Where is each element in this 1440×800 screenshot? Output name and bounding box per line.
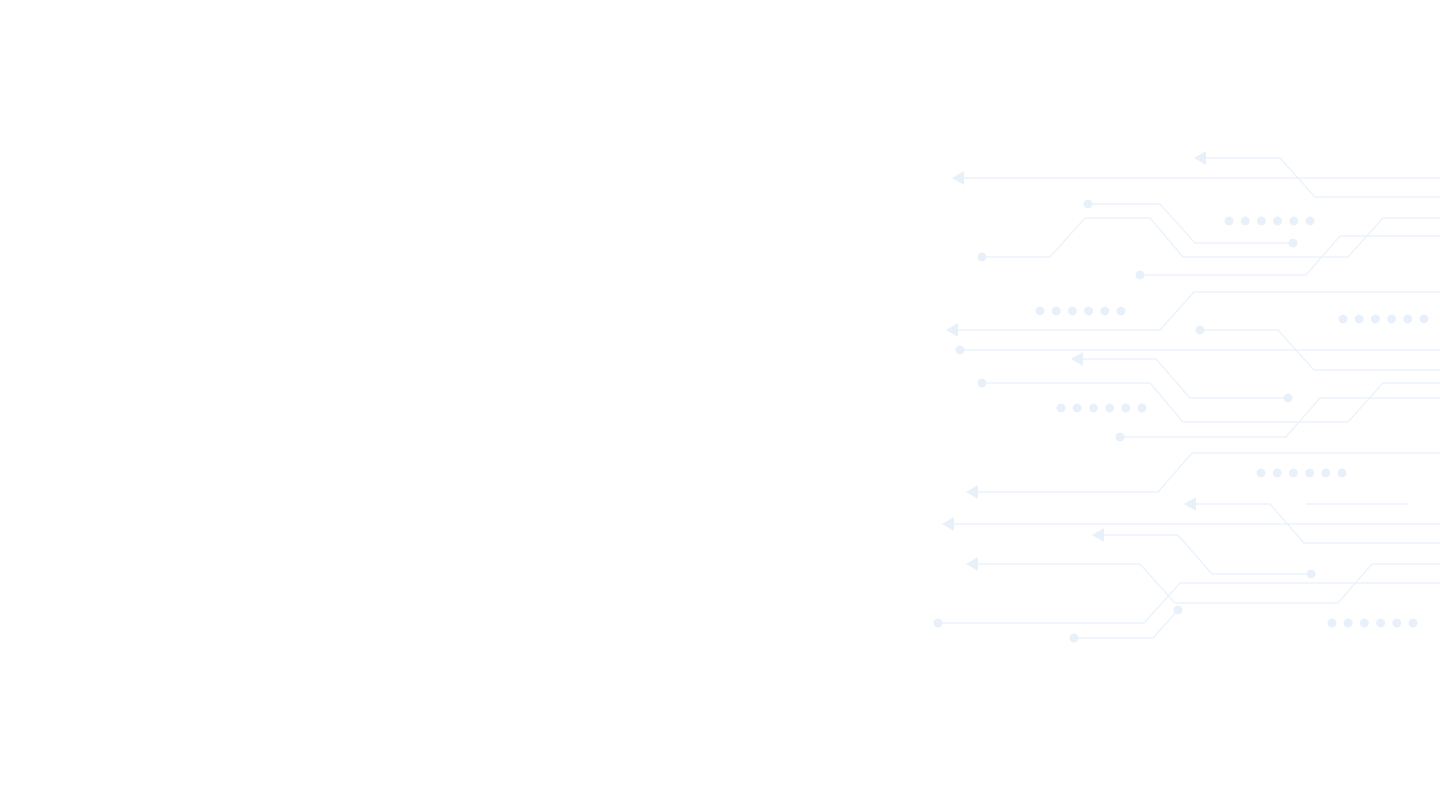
- circuit-trace: [1074, 609, 1179, 639]
- circuit-dot: [1256, 468, 1266, 478]
- circuit-arrow: [952, 171, 964, 185]
- circuit-node: [1115, 432, 1125, 442]
- circuit-dot: [1408, 618, 1418, 628]
- circuit-dot: [1273, 216, 1283, 226]
- circuit-arrow: [942, 517, 954, 531]
- circuit-trace: [1088, 203, 1293, 244]
- circuit-dot: [1072, 403, 1082, 413]
- circuit-dot: [1105, 403, 1115, 413]
- circuit-dot: [1272, 468, 1282, 478]
- circuit-dot: [1327, 618, 1337, 628]
- circuit-trace: [982, 217, 1440, 258]
- circuit-node: [1083, 199, 1093, 209]
- circuit-trace: [1077, 358, 1288, 399]
- circuit-dot: [1288, 468, 1298, 478]
- circuit-dot: [1337, 468, 1347, 478]
- circuit-dot: [1121, 403, 1131, 413]
- circuit-dot: [1403, 314, 1413, 324]
- circuit-node: [1135, 270, 1145, 280]
- circuit-board-icon: [933, 151, 1440, 643]
- circuit-dot: [1419, 314, 1429, 324]
- circuit-arrow: [966, 485, 978, 499]
- circuit-trace: [972, 563, 1440, 604]
- circuit-dot: [1035, 306, 1045, 316]
- circuit-dot: [1256, 216, 1266, 226]
- circuit-dot: [1051, 306, 1061, 316]
- circuit-dot: [1359, 618, 1369, 628]
- circuit-node: [1173, 605, 1183, 615]
- circuit-arrow: [1092, 528, 1104, 542]
- circuit-dot: [1376, 618, 1386, 628]
- circuit-dot: [1067, 306, 1077, 316]
- circuit-dot: [1338, 314, 1348, 324]
- blank-content-area: [0, 0, 900, 800]
- circuit-node: [1069, 633, 1079, 643]
- circuit-trace: [972, 452, 1440, 493]
- circuit-node: [1195, 325, 1205, 335]
- circuit-dot: [1088, 403, 1098, 413]
- circuit-dot: [1084, 306, 1094, 316]
- circuit-dot: [1321, 468, 1331, 478]
- circuit-node: [1288, 238, 1298, 248]
- circuit-trace: [952, 291, 1440, 331]
- circuit-trace: [1120, 397, 1440, 438]
- circuit-node: [933, 618, 943, 628]
- circuit-dot: [1343, 618, 1353, 628]
- circuit-dot: [1354, 314, 1364, 324]
- circuit-dot: [1100, 306, 1110, 316]
- circuit-arrow: [1071, 352, 1083, 366]
- circuit-node: [1283, 393, 1293, 403]
- circuit-dot: [1224, 216, 1234, 226]
- circuit-dot: [1392, 618, 1402, 628]
- circuit-node: [955, 345, 965, 355]
- circuit-dot: [1056, 403, 1066, 413]
- circuit-dot: [1387, 314, 1397, 324]
- circuit-dot: [1289, 216, 1299, 226]
- circuit-dot: [1305, 216, 1315, 226]
- circuit-dot: [1305, 468, 1315, 478]
- circuit-node: [1306, 569, 1316, 579]
- circuit-arrow: [1194, 151, 1206, 165]
- circuit-dot: [1137, 403, 1147, 413]
- circuit-dot: [1116, 306, 1126, 316]
- circuit-arrow: [1184, 497, 1196, 511]
- circuit-arrow: [946, 323, 958, 337]
- circuit-node: [977, 378, 987, 388]
- circuit-dot: [1240, 216, 1250, 226]
- circuit-trace: [1140, 235, 1440, 276]
- circuit-trace: [982, 382, 1440, 423]
- circuit-trace: [1098, 534, 1311, 575]
- circuit-node: [977, 252, 987, 262]
- circuit-dot: [1370, 314, 1380, 324]
- circuit-trace: [938, 582, 1440, 624]
- circuit-arrow: [966, 557, 978, 571]
